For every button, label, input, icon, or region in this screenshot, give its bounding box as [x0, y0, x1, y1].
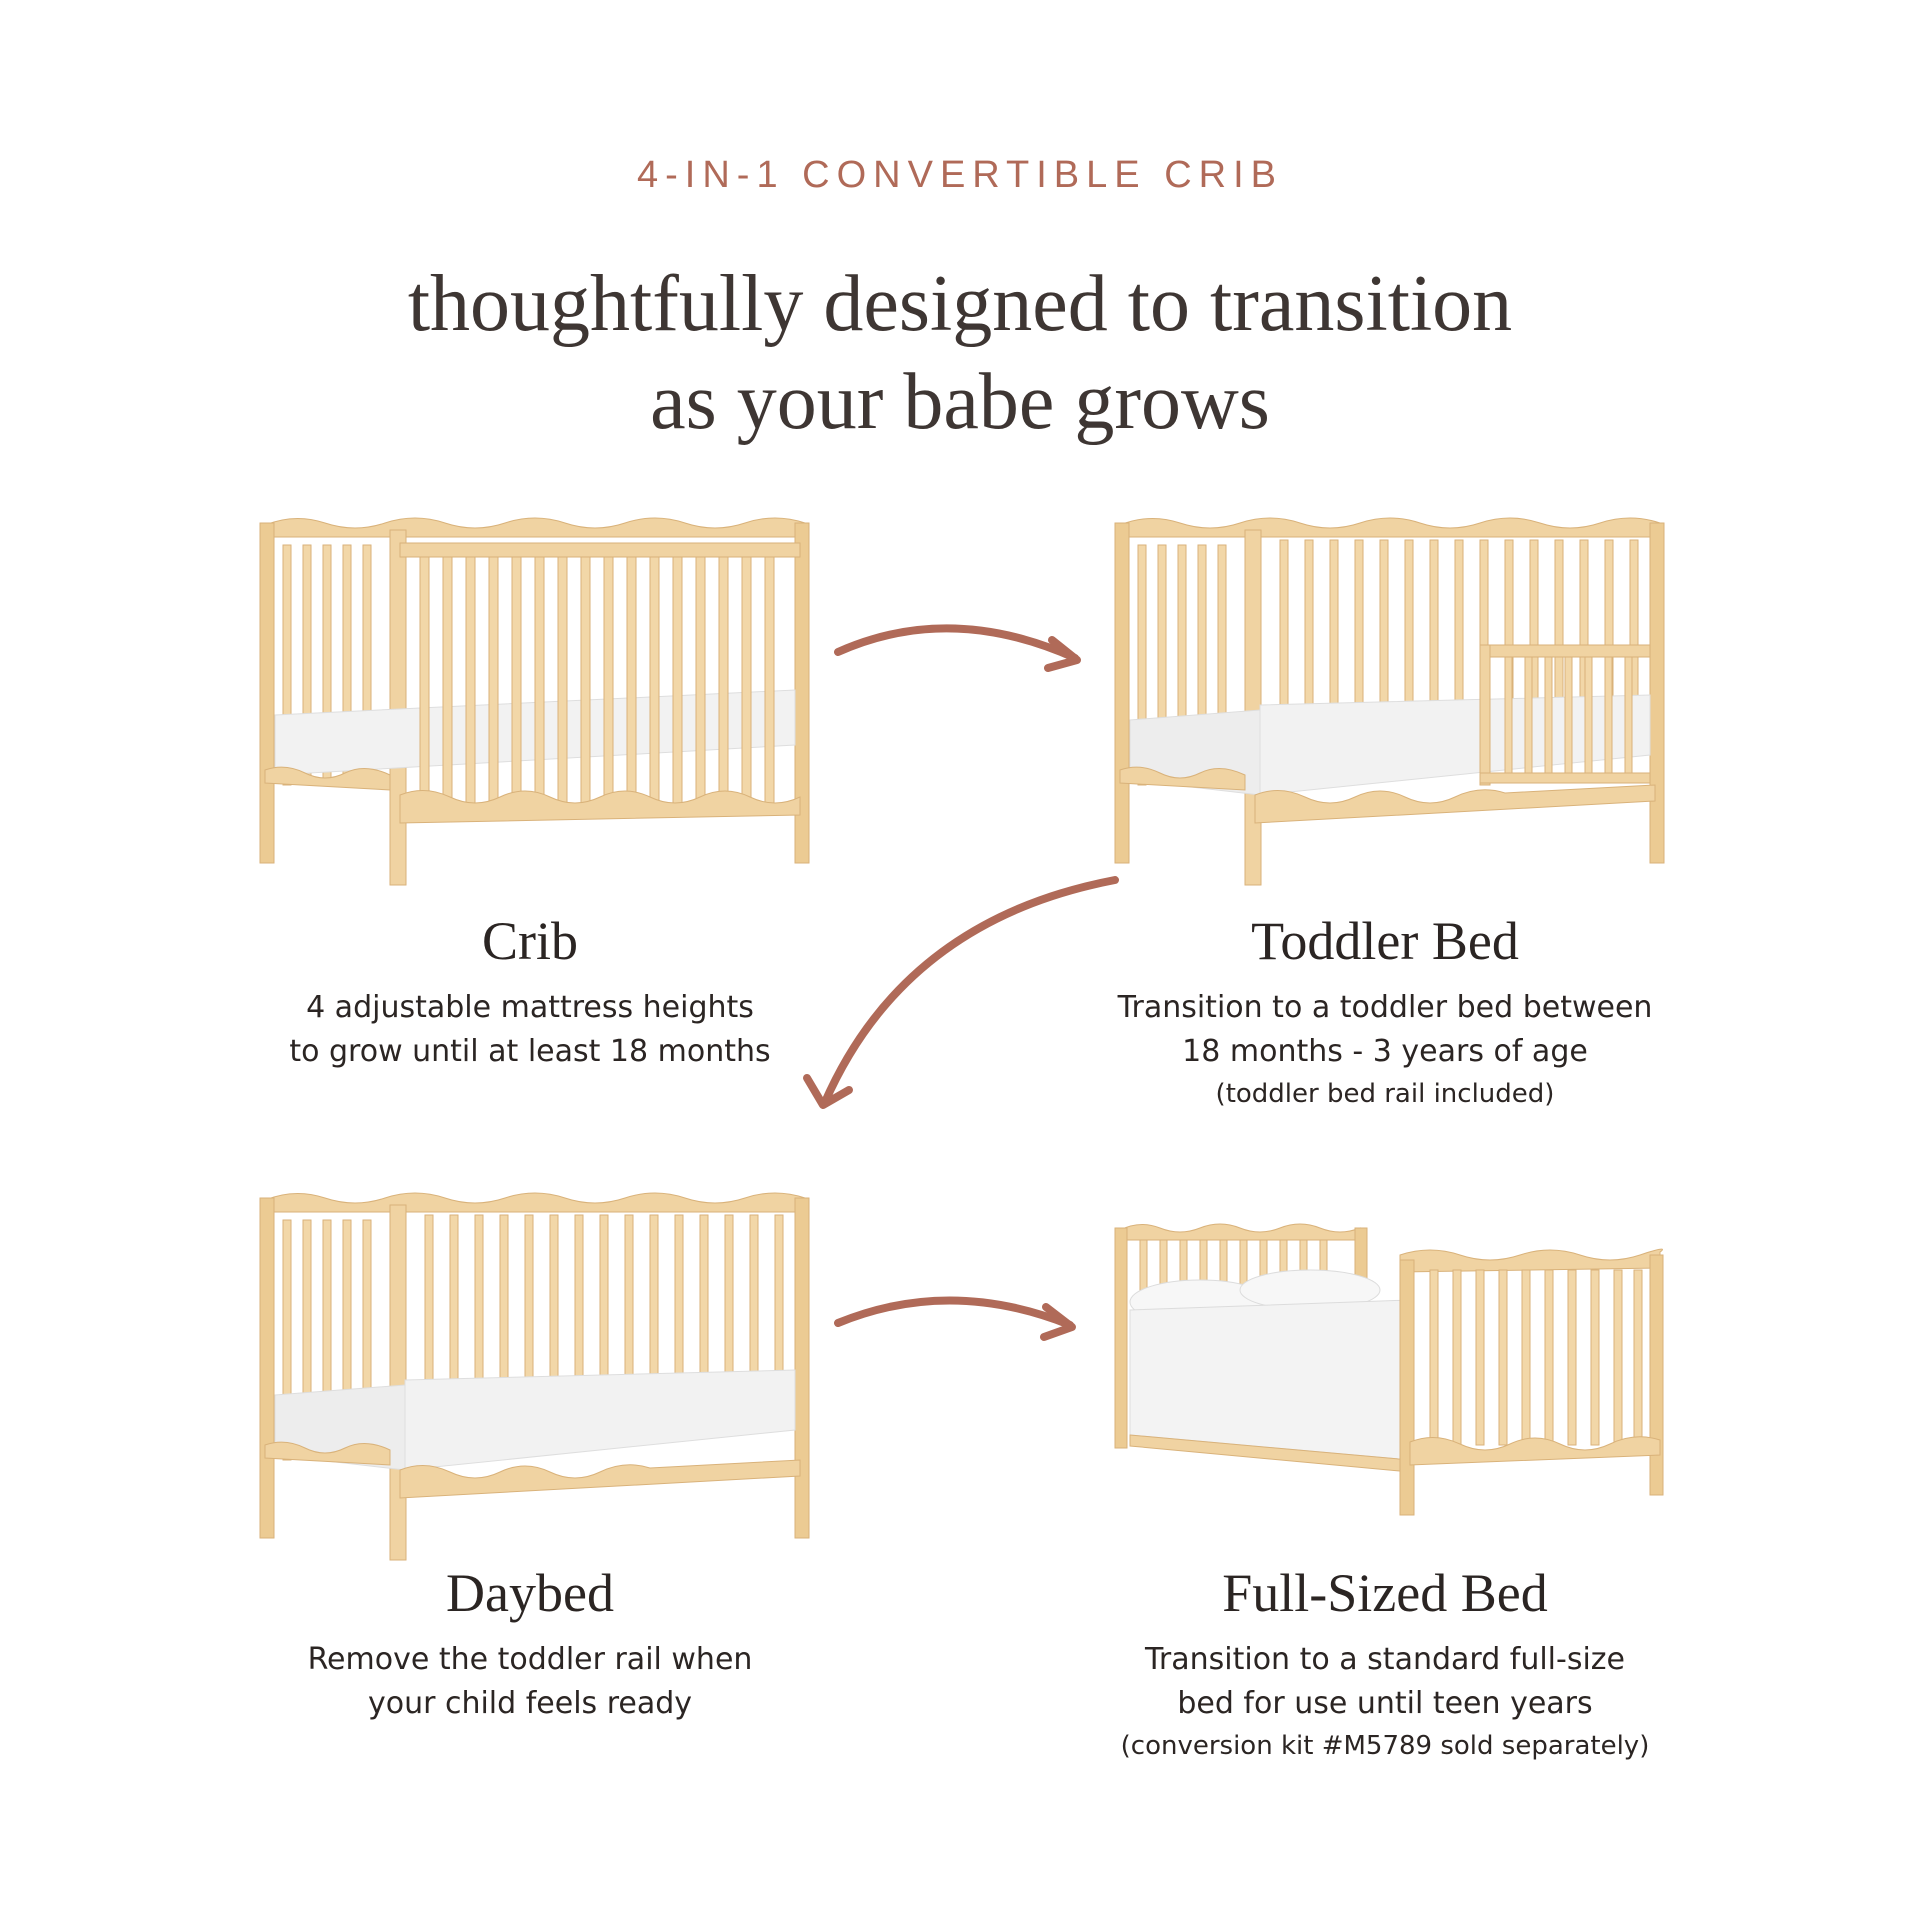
arrow-crib-to-toddler-icon [834, 624, 1081, 672]
stage-desc-line: Remove the toddler rail when [307, 1642, 753, 1677]
eyebrow-label: 4-IN-1 CONVERTIBLE CRIB [637, 154, 1283, 196]
stage-desc-daybed: Remove the toddler rail when your child … [180, 1638, 880, 1726]
stage-desc-line: your child feels ready [367, 1686, 693, 1721]
stage-title-full-size-bed: Full-Sized Bed [1222, 1563, 1548, 1623]
daybed-illustration [259, 1192, 810, 1561]
stage-desc-line: bed for use until teen years [1177, 1686, 1593, 1721]
stage-title-daybed: Daybed [446, 1563, 614, 1623]
stage-desc-line: to grow until at least 18 months [289, 1034, 771, 1069]
stage-desc-line: 18 months - 3 years of age [1182, 1034, 1588, 1069]
stage-desc-line: Transition to a toddler bed between [1117, 990, 1653, 1025]
stage-note: (conversion kit #M5789 sold separately) [1120, 1731, 1650, 1761]
stage-desc-line: Transition to a standard full-size [1144, 1642, 1626, 1677]
crib-illustration [259, 517, 810, 886]
headline-line-2: as your babe grows [650, 358, 1270, 446]
arrow-toddler-to-daybed-icon [803, 876, 1119, 1109]
stage-desc-line: 4 adjustable mattress heights [306, 990, 754, 1025]
stage-desc-crib: 4 adjustable mattress heights to grow un… [180, 986, 880, 1074]
stage-note: (toddler bed rail included) [1215, 1079, 1555, 1109]
stage-title-crib: Crib [481, 911, 578, 971]
headline-line-1: thoughtfully designed to transition [407, 260, 1513, 348]
stage-desc-full-size-bed: Transition to a standard full-size bed f… [1035, 1638, 1735, 1766]
stage-desc-toddler-bed: Transition to a toddler bed between 18 m… [1035, 986, 1735, 1114]
arrow-daybed-to-full-icon [834, 1296, 1076, 1341]
full-size-bed-illustration [1114, 1223, 1664, 1516]
toddler-bed-illustration [1114, 517, 1665, 886]
headline: thoughtfully designed to transition as y… [0, 255, 1920, 451]
stage-title-toddler-bed: Toddler Bed [1251, 911, 1519, 971]
